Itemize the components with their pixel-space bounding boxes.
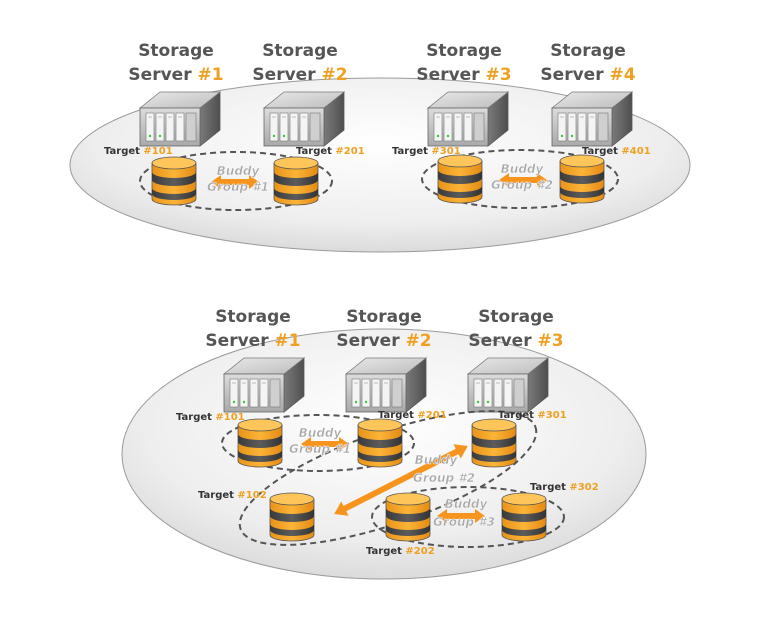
- server-icon: [467, 357, 549, 413]
- disk-icon: [437, 154, 483, 204]
- bottom-buddy-group-3-sublabel: Group #3: [433, 515, 495, 529]
- top-buddy-group-2-label: Buddy: [501, 162, 545, 176]
- top-server-2-subtitle: Server #2: [252, 65, 347, 85]
- disk-icon: [357, 418, 403, 468]
- disk-icon: [269, 492, 315, 542]
- top-buddy-group-1-sublabel: Group #1: [207, 180, 269, 194]
- disk-icon: [559, 154, 605, 204]
- bottom-buddy-group-1-sublabel: Group #1: [289, 442, 351, 456]
- top-server-4-subtitle: Server #4: [540, 65, 635, 85]
- bottom-target-101-label: Target #101: [176, 412, 245, 423]
- bottom-target-201-label: Target #201: [378, 410, 447, 421]
- bottom-target-202-label: Target #202: [366, 546, 435, 557]
- top-buddy-group-1-label: Buddy: [217, 164, 261, 178]
- bottom-server-2-subtitle: Server #2: [336, 331, 431, 351]
- top-buddy-group-2-sublabel: Group #2: [491, 178, 553, 192]
- top-server-1-subtitle: Server #1: [128, 65, 223, 85]
- bottom-buddy-group-2-sublabel: Group #2: [413, 471, 475, 485]
- server-icon: [345, 357, 427, 413]
- bottom-buddy-group-1-outline: [221, 414, 415, 472]
- disk-icon: [273, 156, 319, 206]
- top-server-1-title: Storage: [138, 41, 214, 61]
- bottom-cluster: Storage Server #1 Storage Server #2 Stor…: [121, 307, 647, 580]
- mirror-arrow: [334, 444, 468, 516]
- server-icon: [223, 357, 305, 413]
- bottom-buddy-group-2-label: Buddy: [415, 453, 459, 467]
- bottom-server-3-title: Storage: [478, 307, 554, 327]
- bottom-target-301-label: Target #301: [498, 410, 567, 421]
- top-cluster: Storage Server #1 Storage Server #2 Stor…: [69, 41, 691, 253]
- top-buddy-group-1-outline: [139, 151, 333, 211]
- bottom-target-302-label: Target #302: [530, 482, 599, 493]
- bottom-buddy-group-3-outline: [371, 486, 565, 548]
- disk-icon: [385, 492, 431, 542]
- disk-icon: [501, 492, 547, 542]
- top-buddy-group-2-outline: [421, 149, 619, 209]
- server-icon: [263, 91, 345, 147]
- top-target-301-label: Target #301: [392, 146, 461, 157]
- bottom-server-3-subtitle: Server #3: [468, 331, 563, 351]
- bottom-server-1-title: Storage: [215, 307, 291, 327]
- bottom-target-102-label: Target #102: [198, 490, 267, 501]
- top-server-2-title: Storage: [262, 41, 338, 61]
- top-server-3-subtitle: Server #3: [416, 65, 511, 85]
- disk-icon: [151, 156, 197, 206]
- top-target-401-label: Target #401: [582, 146, 651, 157]
- top-server-3-title: Storage: [426, 41, 502, 61]
- server-icon: [427, 91, 509, 147]
- bottom-buddy-group-3-label: Buddy: [445, 497, 489, 511]
- top-target-201-label: Target #201: [296, 146, 365, 157]
- bottom-buddy-group-1-label: Buddy: [299, 426, 343, 440]
- bottom-server-2-title: Storage: [346, 307, 422, 327]
- bottom-server-1-subtitle: Server #1: [205, 331, 300, 351]
- server-icon: [551, 91, 633, 147]
- server-icon: [139, 91, 221, 147]
- top-target-101-label: Target #101: [104, 146, 173, 157]
- top-server-4-title: Storage: [550, 41, 626, 61]
- disk-icon: [471, 418, 517, 468]
- disk-icon: [237, 418, 283, 468]
